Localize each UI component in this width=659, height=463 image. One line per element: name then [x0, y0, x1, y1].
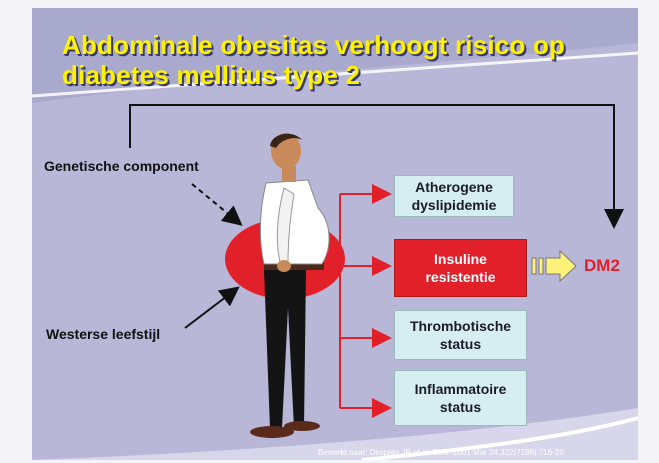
- box-insulin-resistance: Insuline resistentie: [394, 239, 527, 297]
- box-line: dyslipidemie: [412, 196, 497, 214]
- genetic-component-label: Genetische component: [44, 158, 199, 174]
- feedback-line: [130, 105, 614, 223]
- box-line: status: [440, 398, 481, 416]
- box-line: Inflammatoire: [415, 380, 507, 398]
- dm2-label: DM2: [584, 256, 620, 276]
- box-line: Thrombotische: [410, 317, 511, 335]
- box-line: Insuline: [434, 250, 487, 268]
- box-line: Atherogene: [415, 178, 493, 196]
- box-atherogenic-dyslipidemia: Atherogene dyslipidemie: [394, 175, 514, 217]
- box-line: resistentie: [425, 268, 495, 286]
- diagram-graphics: [32, 8, 638, 460]
- genetic-arrow: [192, 184, 238, 222]
- slide: Abdominale obesitas verhoogt risico op d…: [32, 8, 638, 460]
- block-arrow-right-icon: [532, 251, 576, 281]
- western-lifestyle-label: Westerse leefstijl: [46, 326, 160, 342]
- box-line: status: [440, 335, 481, 353]
- box-thrombotic-status: Thrombotische status: [394, 310, 527, 360]
- citation: Bewerkt naar: Despres JP et al. BMJ. 200…: [318, 448, 566, 457]
- red-connectors: [328, 194, 388, 408]
- box-inflammatory-status: Inflammatoire status: [394, 370, 527, 426]
- lifestyle-arrow: [185, 290, 235, 328]
